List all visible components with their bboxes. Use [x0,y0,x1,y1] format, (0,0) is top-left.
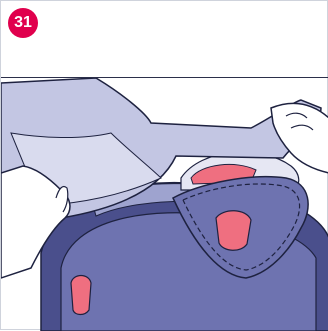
pink-buckle-lower [71,276,91,315]
instruction-illustration [1,78,328,331]
step-number-badge: 31 [8,8,38,38]
pink-clip [216,211,251,251]
seat-cover-illustration [1,78,328,331]
